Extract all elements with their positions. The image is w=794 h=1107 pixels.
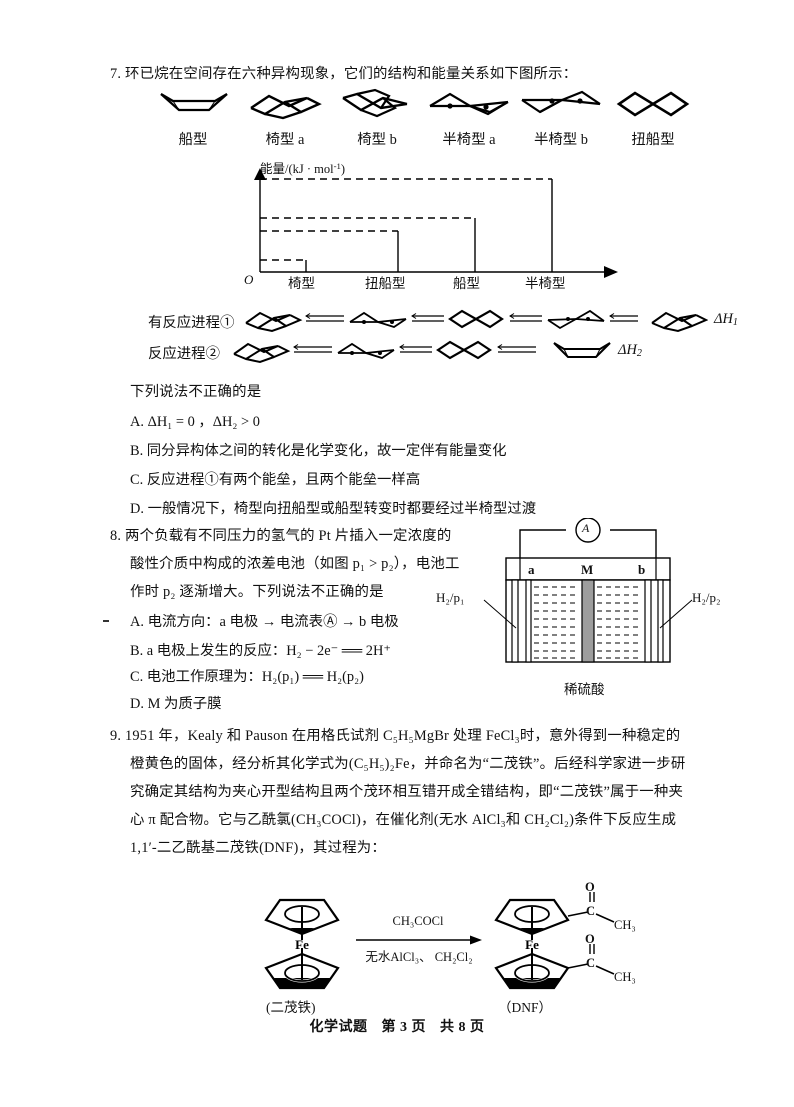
question-8-option-c[interactable]: C. 电池工作原理为：H₂(p₁) ══ H₂(p₂) — [130, 669, 364, 685]
chair-shape-icon — [250, 94, 322, 120]
question-8-line-3: 作时 p₂ 逐渐增大。下列说法不正确的是 — [130, 584, 384, 600]
conformer-halfchair-a: 半椅型 a — [426, 88, 512, 149]
conformer-twistboat-label: 扭船型 — [631, 132, 675, 148]
reaction-arrow-icon — [356, 935, 482, 945]
dnf-structure: Fe — [494, 892, 615, 990]
question-9-line-1: 9. 1951 年，Kealy 和 Pauson 在用格氏试剂 C₅H₅MgBr… — [110, 722, 730, 750]
margin-mark — [103, 620, 109, 622]
conformer-chair-a: 椅型 a — [242, 88, 328, 149]
electrolyte-label: 稀硫酸 — [564, 682, 605, 697]
question-8-line-2: 酸性介质中构成的浓差电池（如图 p₁ > p₂），电池工 — [130, 556, 460, 572]
dnf-carbonyl-c-bottom: C — [586, 956, 596, 970]
page-footer: 化学试题 第 3 页 共 8 页 — [0, 1016, 794, 1036]
chart-y-axis-label: 能量/(kJ · mol-1) — [260, 161, 346, 176]
question-7-stem-text: 环已烷在空间存在六种异构现象，它们的结构和能量关系如下图所示： — [125, 66, 578, 82]
reaction-process-2-product — [553, 342, 611, 358]
reaction-process-2-scheme — [233, 340, 536, 364]
question-9-line-3: 究确定其结构为夹心开型结构且两个茂环相互错开成全错结构，即“二茂铁”属于一种夹 — [130, 784, 684, 800]
dnf-name: （DNF） — [498, 1000, 553, 1015]
cell-diagram-graphic — [483, 518, 693, 663]
question-8-option-a[interactable]: A. 电流方向：a 电极 → 电流表Ⓐ → b 电极 — [130, 614, 399, 630]
chair-alt-shape-icon — [342, 88, 408, 118]
condition-top: CH₃COCl — [392, 914, 444, 928]
reaction-process-1-scheme — [245, 309, 638, 333]
ammeter-label: A — [582, 521, 590, 535]
energy-level-chart: 能量/(kJ · mol-1) O 椅型 扭船型 船型 半椅型 — [240, 160, 630, 300]
chart-xtick-halfchair: 半椅型 — [525, 276, 566, 291]
question-8-number: 8. — [110, 528, 122, 544]
svg-text:Fe: Fe — [295, 937, 309, 952]
question-9-text-1: 1951 年，Kealy 和 Pauson 在用格氏试剂 C₅H₅MgBr 处理… — [125, 728, 681, 744]
question-9-line-2: 橙黄色的固体，经分析其化学式为(C₅H₅)₂Fe，并命名为“二茂铁”。后经科学家… — [130, 756, 686, 772]
question-7-prompt: 下列说法不正确的是 — [130, 384, 262, 400]
twist-boat-shape-icon — [616, 91, 690, 117]
electrode-b-label: b — [638, 562, 646, 577]
electrode-a-label: a — [528, 562, 535, 577]
boat-shape-icon — [160, 93, 228, 112]
conformer-chair-a-label: 椅型 a — [265, 132, 305, 148]
question-7-number: 7. — [110, 66, 122, 82]
footer-subject: 化学试题 — [309, 1020, 368, 1035]
chart-xtick-chair: 椅型 — [288, 276, 315, 291]
left-gas-label: H₂/p₁ — [436, 590, 465, 605]
question-8-option-b[interactable]: B. a 电极上发生的反应：H₂ − 2e⁻ ══ 2H⁺ — [130, 643, 391, 659]
ferrocene-reaction-scheme: Fe (二茂铁) CH₃COCl 无水AlCl₃、 CH₂Cl₂ Fe — [240, 880, 640, 1017]
chart-xtick-boat: 船型 — [453, 276, 480, 291]
membrane-label: M — [581, 562, 594, 577]
conformer-halfchair-a-label: 半椅型 a — [442, 132, 496, 148]
question-7-option-d[interactable]: D. 一般情况下，椅型向扭船型或船型转变时都要经过半椅型过渡 — [130, 501, 537, 517]
dnf-carbonyl-o-top: O — [585, 880, 595, 894]
question-9-line-5: 1,1′-二乙酰基二茂铁(DNF)，其过程为： — [130, 840, 386, 856]
conformer-chair-b: 椅型 b — [334, 88, 420, 149]
chart-plot-area — [254, 168, 618, 278]
reaction-process-1-label: 有反应进程① — [148, 315, 235, 331]
question-8-line-1: 8. 两个负载有不同压力的氢气的 Pt 片插入一定浓度的 — [110, 522, 480, 550]
question-9-number: 9. — [110, 728, 122, 744]
conformer-boat: 船型 — [150, 88, 236, 149]
chart-xtick-twistboat: 扭船型 — [365, 276, 406, 291]
question-7-option-b[interactable]: B. 同分异构体之间的转化是化学变化，故一定伴有能量变化 — [130, 443, 507, 459]
concentration-cell-diagram: A a M b H₂/p₁ H₂/p₂ 稀硫酸 — [436, 518, 721, 698]
question-7-stem: 7. 环已烷在空间存在六种异构现象，它们的结构和能量关系如下图所示： — [110, 60, 730, 88]
question-8-option-d[interactable]: D. M 为质子膜 — [130, 696, 222, 712]
conformer-chair-b-label: 椅型 b — [357, 132, 397, 148]
ferrocene-name: (二茂铁) — [266, 1000, 316, 1015]
footer-total: 共 8 页 — [440, 1020, 485, 1035]
question-9-line-4: 心 π 配合物。它与乙酰氯(CH₃COCl)，在催化剂(无水 AlCl₃和 CH… — [130, 812, 677, 828]
question-7-option-a[interactable]: A. ΔH₁ = 0 ，ΔH₂ > 0 — [130, 414, 260, 430]
ferrocene-structure: Fe — [264, 898, 340, 990]
conformer-halfchair-b-label: 半椅型 b — [534, 132, 588, 148]
dnf-carbonyl-o-bottom: O — [585, 932, 595, 946]
reaction-process-1-enthalpy: ΔH1 — [714, 311, 738, 329]
dnf-methyl-bottom: CH₃ — [614, 970, 636, 984]
conformer-gallery: 船型 椅型 a 椅型 b — [150, 88, 690, 158]
conformer-boat-label: 船型 — [178, 132, 208, 148]
dnf-carbonyl-c-top: C — [586, 904, 596, 918]
reaction-process-1: 有反应进程① — [148, 305, 738, 333]
reaction-process-2: 反应进程② — [148, 336, 688, 364]
condition-bottom: 无水AlCl₃、 CH₂Cl₂ — [365, 950, 473, 964]
question-7-option-c[interactable]: C. 反应进程①有两个能垒，且两个能垒一样高 — [130, 472, 421, 488]
reaction-process-1-product — [651, 311, 708, 333]
chart-origin-label: O — [244, 272, 254, 287]
question-8-text-1: 两个负载有不同压力的氢气的 Pt 片插入一定浓度的 — [125, 528, 452, 544]
right-gas-label: H₂/p₂ — [692, 590, 721, 605]
half-chair-shape-icon — [429, 92, 509, 116]
dnf-methyl-top: CH₃ — [614, 918, 636, 932]
reaction-process-2-label: 反应进程② — [148, 346, 220, 362]
half-chair-alt-shape-icon — [521, 90, 601, 114]
conformer-halfchair-b: 半椅型 b — [518, 88, 604, 149]
footer-page: 第 3 页 — [381, 1020, 426, 1035]
svg-text:Fe: Fe — [525, 937, 539, 952]
reaction-process-2-enthalpy: ΔH2 — [618, 342, 642, 360]
conformer-twistboat: 扭船型 — [610, 88, 696, 149]
